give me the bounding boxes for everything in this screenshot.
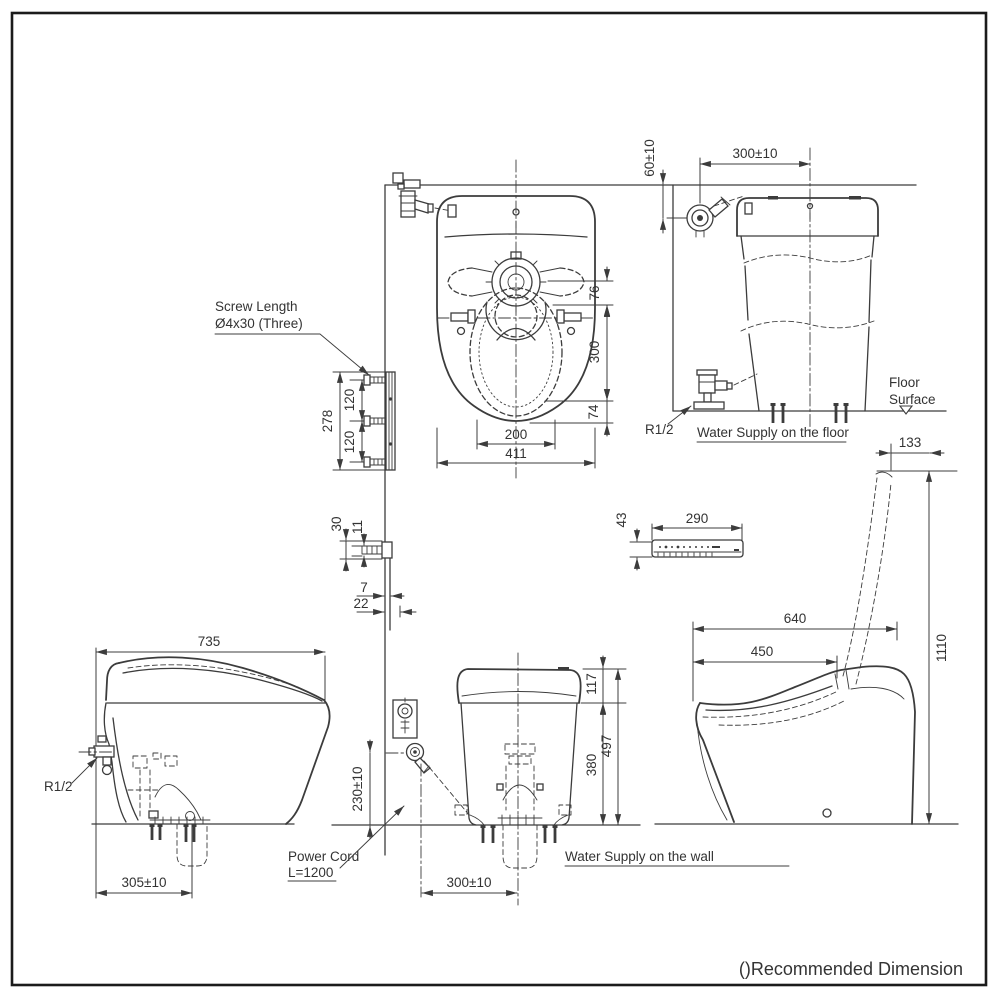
remote-control-buttons [657,545,739,557]
water-supply-floor-label: Water Supply on the floor [697,425,849,440]
dim-117: 117 [584,673,599,695]
floor-surface-symbol [898,405,914,415]
dim-43: 43 [614,512,629,527]
plan-view: 76 300 74 200 411 [392,159,613,479]
dim-74: 74 [586,404,601,420]
dim-1110: 1110 [934,634,949,662]
dim-290: 290 [686,511,709,526]
dim-76: 76 [587,285,602,300]
wall-supply-valve [385,697,471,898]
dim-200: 200 [505,427,528,442]
dim-640: 640 [784,611,807,626]
dim-300-top: 300 [587,341,602,364]
dim-120-lower: 120 [342,431,357,454]
dim-300-rear: 300±10 [447,875,492,890]
bracket-screws [363,374,387,468]
dim-120-upper: 120 [342,389,357,412]
dim-497: 497 [599,735,614,758]
dim-11: 11 [350,520,365,534]
dim-60: 60±10 [642,139,657,176]
dim-450: 450 [751,644,774,659]
remote-control-view: 43 290 [614,511,744,571]
dim-133: 133 [899,435,922,450]
dim-380: 380 [584,754,599,777]
floor-supply-front-view: 60±10 300±10 [642,139,947,443]
floor-surface-label-2: Surface [889,392,936,407]
mounting-bracket-detail: Screw Length Ø4x30 (Three) 278 120 120 [214,299,396,471]
footer-note: ()Recommended Dimension [739,959,963,979]
side-supply-valve [78,735,115,776]
left-side-view: 735 R1/2 [44,634,331,899]
wall-lines [384,184,917,856]
wall-screw-detail: 30 11 7 22 [329,516,417,631]
remote-control-body [651,539,744,558]
dim-22: 22 [353,596,368,611]
dim-7: 7 [360,580,368,595]
floor-bolts-left [149,824,197,842]
dim-230: 230±10 [350,767,365,812]
floor-bolts-rear [480,825,558,843]
water-supply-wall-label: Water Supply on the wall [565,849,714,864]
dim-300-floor-supply: 300±10 [733,146,778,161]
floor-supply-valve [693,369,758,410]
dim-735: 735 [198,634,221,649]
screw-length-label-2: Ø4x30 (Three) [215,316,303,331]
dim-411: 411 [505,446,527,461]
frame-border [10,11,988,987]
internal-plumbing-left [127,752,211,867]
dim-305: 305±10 [122,875,167,890]
floor-surface-label-1: Floor [889,375,920,390]
power-cord-label-2: L=1200 [288,865,333,880]
r12-side-label: R1/2 [44,779,73,794]
rear-view: 230±10 117 380 497 300±10 Power Cord L=1… [287,652,790,906]
right-side-view: 640 450 133 1110 [654,435,959,825]
dim-278: 278 [320,410,335,433]
power-cord-label-1: Power Cord [288,849,359,864]
internal-plumbing-rear [454,743,572,826]
screw-length-label-1: Screw Length [215,299,298,314]
r12-floor-label: R1/2 [645,422,674,437]
dim-30: 30 [329,516,344,531]
floor-bolts-front [770,403,849,423]
